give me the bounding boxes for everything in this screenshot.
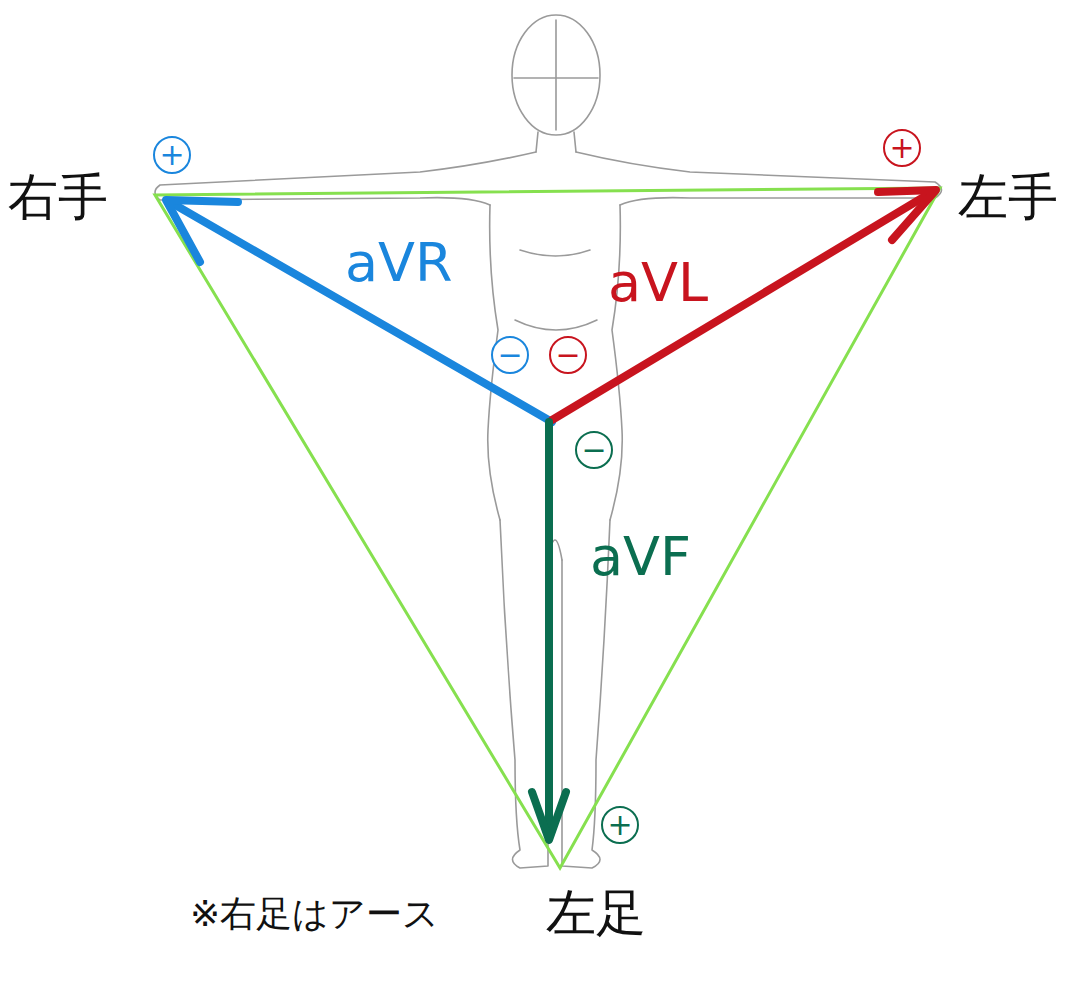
lead-label: aVF: [590, 530, 691, 584]
avl-arrowhead: [878, 190, 936, 240]
polarity-circle: −: [575, 431, 613, 469]
polarity-sign: +: [607, 810, 632, 840]
polarity-circle: +: [153, 136, 191, 174]
lead-label: aVL: [608, 256, 708, 310]
avf-vector: [545, 422, 553, 838]
avl-vector: [552, 192, 932, 420]
lead-label: aVR: [345, 236, 453, 290]
polarity-sign: −: [497, 340, 522, 370]
polarity-circle: −: [491, 336, 529, 374]
avr-arrowhead: [166, 200, 238, 262]
polarity-sign: −: [555, 340, 580, 370]
avr-vector: [170, 202, 552, 422]
polarity-sign: +: [889, 133, 914, 163]
polarity-circle: −: [549, 336, 587, 374]
electrode-label: 左手: [958, 172, 1058, 222]
avf-arrowhead: [532, 792, 566, 840]
electrode-label: 右手: [8, 172, 108, 222]
note-text: ※右足はアース: [190, 896, 439, 932]
human-figure: [155, 15, 942, 868]
polarity-sign: +: [159, 140, 184, 170]
electrode-label: 左足: [546, 888, 646, 938]
polarity-circle: +: [883, 129, 921, 167]
polarity-circle: +: [601, 806, 639, 844]
polarity-sign: −: [581, 435, 606, 465]
einthoven-triangle: [155, 188, 940, 868]
